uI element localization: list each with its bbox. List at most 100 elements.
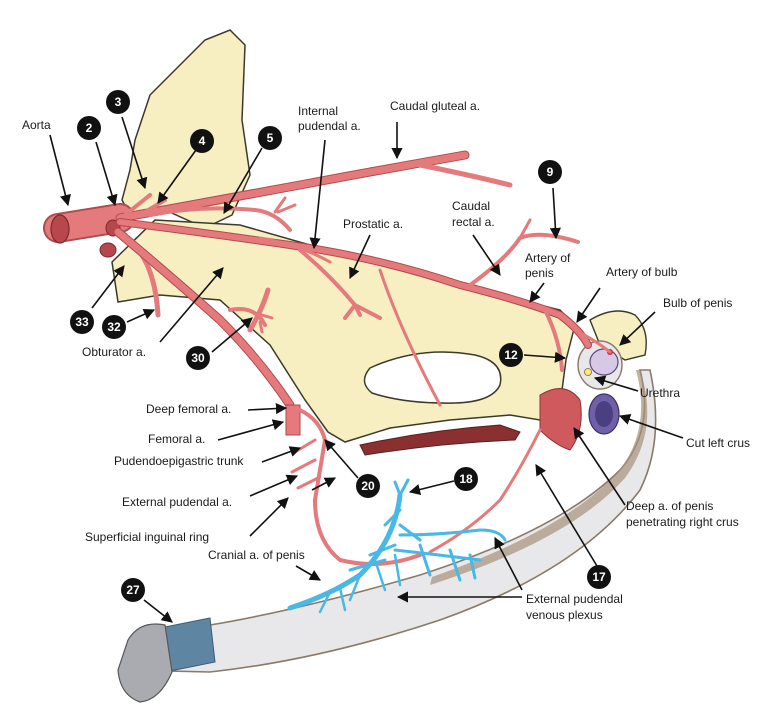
arrow-33 bbox=[91, 265, 125, 309]
marker-12: 12 bbox=[499, 343, 523, 367]
label-deep-femoral: Deep femoral a. bbox=[146, 402, 231, 416]
ischiatic-branch bbox=[378, 268, 442, 407]
arrow-18 bbox=[408, 480, 455, 495]
marker-9: 9 bbox=[538, 160, 562, 184]
label-internal-pudendal-2: pudendal a. bbox=[298, 119, 361, 133]
svg-text:33: 33 bbox=[75, 315, 89, 329]
arrow-27 bbox=[143, 599, 173, 623]
plexus-branches-d bbox=[318, 553, 402, 614]
svg-text:18: 18 bbox=[459, 472, 473, 486]
arrow-deep-a-penis bbox=[573, 427, 626, 506]
caudal-gluteal-branch bbox=[417, 162, 513, 188]
label-aorta: Aorta bbox=[22, 118, 51, 132]
branch-to-3 bbox=[123, 193, 152, 217]
label-deep-a-penis-1: Deep a. of penis bbox=[626, 499, 713, 513]
svg-text:3: 3 bbox=[115, 95, 122, 109]
svg-text:5: 5 bbox=[267, 131, 274, 145]
svg-text:32: 32 bbox=[107, 320, 121, 334]
marker-27: 27 bbox=[121, 578, 145, 602]
artery-of-bulb-vessel bbox=[573, 328, 612, 354]
svg-text:17: 17 bbox=[592, 570, 606, 584]
femoral-artery-cut bbox=[285, 404, 301, 436]
pelvis-bone bbox=[111, 29, 647, 456]
caudal-rectal-branch bbox=[518, 218, 532, 240]
plexus-top bbox=[393, 478, 410, 497]
arrow-artery-of-bulb bbox=[576, 287, 601, 323]
arrow-cranial-a-penis bbox=[295, 565, 321, 581]
arrow-femoral bbox=[217, 419, 285, 441]
symphysis-ridge bbox=[359, 424, 521, 456]
label-pudendoepigastric: Pudendoepigastric trunk bbox=[114, 454, 244, 468]
label-ext-venous-2: venous plexus bbox=[526, 608, 603, 622]
arrow-external-venous bbox=[494, 537, 523, 591]
arrow-urethra bbox=[593, 375, 639, 392]
superior-branches bbox=[148, 206, 292, 232]
glans bbox=[117, 623, 173, 703]
label-cut-left-crus: Cut left crus bbox=[686, 436, 750, 450]
label-obturator: Obturator a. bbox=[82, 345, 146, 359]
marker-5: 5 bbox=[258, 126, 282, 150]
arrow-9 bbox=[549, 187, 561, 240]
label-internal-pudendal-1: Internal bbox=[298, 104, 338, 118]
label-deep-a-penis-2: penetrating right crus bbox=[626, 515, 739, 529]
marker-4: 4 bbox=[190, 129, 214, 153]
label-urethra: Urethra bbox=[640, 386, 680, 400]
marker-33: 33 bbox=[70, 310, 94, 334]
arteries bbox=[43, 150, 612, 566]
plexus-branches-c bbox=[393, 543, 482, 582]
label-bulb-of-penis: Bulb of penis bbox=[663, 296, 732, 310]
arrow-internal-pudendal bbox=[309, 139, 326, 250]
plexus-branches-b bbox=[398, 528, 507, 542]
arrow-3 bbox=[121, 116, 148, 190]
arrow-2 bbox=[95, 141, 118, 207]
marker-18: 18 bbox=[454, 467, 478, 491]
svg-text:30: 30 bbox=[191, 351, 205, 365]
label-caudal-gluteal: Caudal gluteal a. bbox=[390, 99, 480, 113]
urethra-lumen bbox=[584, 368, 592, 376]
svg-text:9: 9 bbox=[547, 165, 554, 179]
arrow-aorta bbox=[49, 134, 71, 207]
arrow-pudendoepigastric bbox=[261, 446, 302, 463]
arrow-17 bbox=[535, 464, 598, 567]
arrow-cut-left-crus bbox=[618, 414, 684, 439]
label-prostatic: Prostatic a. bbox=[343, 217, 403, 231]
label-artery-of-penis-1: Artery of bbox=[525, 251, 571, 265]
markers: 2 3 4 5 9 12 17 18 20 27 30 32 33 bbox=[70, 90, 611, 602]
label-artery-of-bulb: Artery of bulb bbox=[606, 265, 678, 279]
marker-17: 17 bbox=[587, 565, 611, 589]
label-external-pudendal: External pudendal a. bbox=[122, 495, 232, 509]
bulb-of-penis-section bbox=[589, 348, 619, 376]
external-pudendal-twigs bbox=[290, 438, 320, 490]
obturator-foramen bbox=[363, 351, 502, 404]
label-caudal-rectal-1: Caudal bbox=[452, 199, 490, 213]
internal-pudendal-artery-fill bbox=[117, 219, 591, 348]
arrow-prostatic bbox=[349, 234, 371, 280]
arrow-30 bbox=[211, 317, 253, 353]
label-ext-venous-1: External pudendal bbox=[526, 592, 623, 606]
label-artery-of-penis-2: penis bbox=[525, 266, 554, 280]
deep-circumflex-artery bbox=[228, 307, 267, 327]
arrow-superficial-inguinal bbox=[249, 497, 289, 537]
ischial-tuberosity bbox=[589, 310, 647, 361]
marker-32: 32 bbox=[102, 315, 126, 339]
marker-30: 30 bbox=[186, 346, 210, 370]
external-pudendal-venous-plexus bbox=[287, 478, 507, 614]
dorsal-artery-of-penis bbox=[428, 428, 542, 554]
arrow-external-pudendal bbox=[249, 474, 299, 497]
svg-text:27: 27 bbox=[126, 583, 140, 597]
external-iliac-artery-fill bbox=[114, 228, 294, 409]
svg-text:2: 2 bbox=[86, 121, 93, 135]
artery-of-penis-vessel bbox=[543, 308, 564, 372]
ischiocavernosus-muscle bbox=[539, 388, 582, 451]
arrow-bulb-of-penis bbox=[619, 311, 656, 346]
gluteal-minor-branch bbox=[258, 236, 332, 264]
marker-3: 3 bbox=[106, 90, 130, 114]
aorta-cut-end bbox=[50, 214, 70, 244]
arrow-artery-of-penis bbox=[529, 282, 545, 303]
label-cranial-a-penis: Cranial a. of penis bbox=[208, 548, 305, 562]
label-femoral: Femoral a. bbox=[148, 432, 205, 446]
ilium-wing bbox=[121, 29, 251, 229]
arrow-12 bbox=[523, 351, 567, 363]
